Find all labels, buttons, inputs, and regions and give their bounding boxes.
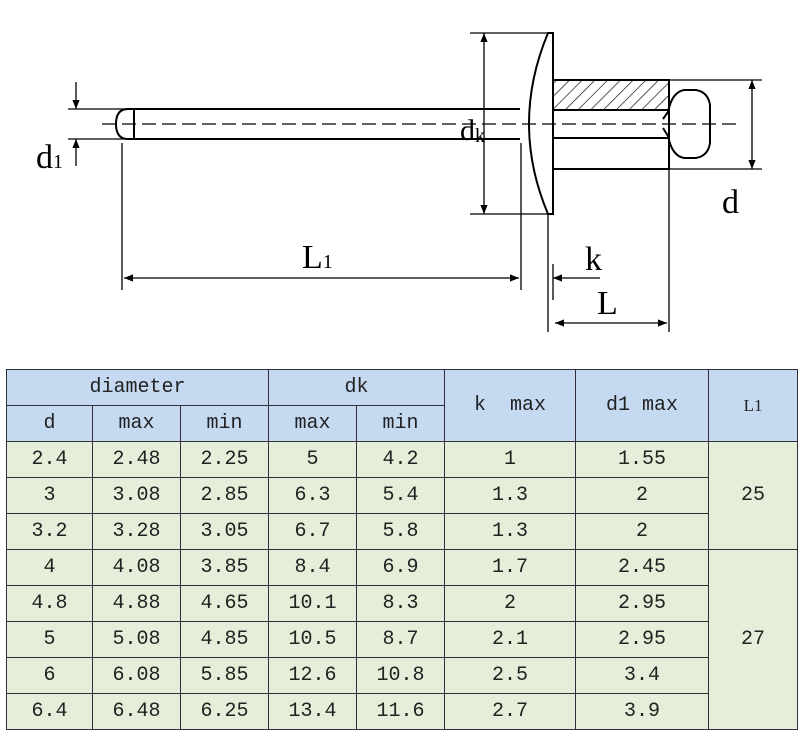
cell-k-max: 2.7 xyxy=(444,693,577,730)
cell-dk-min: 11.6 xyxy=(356,693,446,730)
cell-dk-max: 10.5 xyxy=(268,621,358,658)
cell-dk-max: 13.4 xyxy=(268,693,358,730)
cell-dk-min: 6.9 xyxy=(356,549,446,586)
cell-d1-max: 3.4 xyxy=(575,657,710,694)
header-diameter: diameter xyxy=(5,369,270,406)
cell-dk-max: 6.7 xyxy=(268,513,358,550)
cell-k-max: 2 xyxy=(444,585,577,622)
dimension-lines xyxy=(68,32,762,332)
label-k: k xyxy=(585,241,602,278)
cell-k-max: 2.1 xyxy=(444,621,577,658)
header-d1-max: d1 max xyxy=(575,369,710,442)
cell-d1-max: 2.95 xyxy=(575,585,710,622)
header-row-sub: d max min max min xyxy=(6,405,798,442)
cell-diameter-max: 6.08 xyxy=(92,657,181,694)
subheader-diameter-max: max xyxy=(92,405,181,442)
cell-diameter-max: 3.08 xyxy=(92,477,181,514)
cell-d: 3.2 xyxy=(6,513,93,550)
cell-L1: 25 xyxy=(708,441,799,550)
cell-dk-min: 5.4 xyxy=(356,477,446,514)
cell-k-max: 1.3 xyxy=(444,477,577,514)
cell-diameter-min: 4.65 xyxy=(179,585,270,622)
cell-d1-max: 2.95 xyxy=(575,621,710,658)
rivet-drawing: d1 dk d L1 k L xyxy=(36,32,762,332)
label-L1: L1 xyxy=(302,239,333,276)
cell-d1-max: 2.45 xyxy=(575,549,710,586)
rivet-sleeve-upper xyxy=(552,79,670,111)
label-d: d xyxy=(722,184,739,221)
cell-k-max: 1 xyxy=(444,441,577,478)
cell-diameter-max: 4.08 xyxy=(92,549,181,586)
cell-diameter-min: 4.85 xyxy=(179,621,270,658)
cell-diameter-max: 6.48 xyxy=(92,693,181,730)
subheader-dk-max: max xyxy=(268,405,358,442)
cell-d: 4.8 xyxy=(6,585,93,622)
cell-dk-min: 10.8 xyxy=(356,657,446,694)
cell-k-max: 2.5 xyxy=(444,657,577,694)
cell-diameter-min: 5.85 xyxy=(179,657,270,694)
cell-d: 2.4 xyxy=(6,441,93,478)
cell-diameter-min: 2.25 xyxy=(179,441,270,478)
cell-dk-min: 4.2 xyxy=(356,441,446,478)
cell-L1: 27 xyxy=(708,549,799,730)
cell-dk-min: 8.7 xyxy=(356,621,446,658)
header-row-groups: diameter dk k max d1 max L1 xyxy=(5,369,799,442)
cell-dk-max: 6.3 xyxy=(268,477,358,514)
cell-d1-max: 3.9 xyxy=(575,693,710,730)
subheader-d: d xyxy=(6,405,93,442)
cell-diameter-max: 5.08 xyxy=(92,621,181,658)
header-dk: dk xyxy=(268,369,446,406)
cell-d: 3 xyxy=(6,477,93,514)
cell-diameter-min: 6.25 xyxy=(179,693,270,730)
cell-diameter-max: 3.28 xyxy=(92,513,181,550)
cell-dk-max: 8.4 xyxy=(268,549,358,586)
label-L: L xyxy=(597,285,618,322)
cell-dk-max: 5 xyxy=(268,441,358,478)
cell-k-max: 1.7 xyxy=(444,549,577,586)
cell-diameter-max: 2.48 xyxy=(92,441,181,478)
cell-diameter-min: 3.85 xyxy=(179,549,270,586)
cell-d: 4 xyxy=(6,549,93,586)
cell-diameter-min: 2.85 xyxy=(179,477,270,514)
cell-diameter-min: 3.05 xyxy=(179,513,270,550)
cell-dk-min: 5.8 xyxy=(356,513,446,550)
cell-d: 6.4 xyxy=(6,693,93,730)
subheader-dk-min: min xyxy=(356,405,446,442)
rivet-sleeve-lower xyxy=(552,137,670,170)
cell-diameter-max: 4.88 xyxy=(92,585,181,622)
cell-d1-max: 2 xyxy=(575,513,710,550)
cell-d: 5 xyxy=(6,621,93,658)
cell-dk-max: 12.6 xyxy=(268,657,358,694)
cell-dk-max: 10.1 xyxy=(268,585,358,622)
cell-dk-min: 8.3 xyxy=(356,585,446,622)
cell-d1-max: 2 xyxy=(575,477,710,514)
subheader-diameter-min: min xyxy=(179,405,270,442)
cell-d: 6 xyxy=(6,657,93,694)
cell-d1-max: 1.55 xyxy=(575,441,710,478)
rivet-body xyxy=(528,32,670,215)
header-L1: L1 xyxy=(708,369,799,442)
cell-k-max: 1.3 xyxy=(444,513,577,550)
header-k-max: k max xyxy=(444,369,577,442)
rivet-size-table: diameter dk k max d1 max L1 d max min ma… xyxy=(5,369,799,730)
label-d1: d1 xyxy=(36,139,63,176)
label-dk: dk xyxy=(460,114,485,147)
